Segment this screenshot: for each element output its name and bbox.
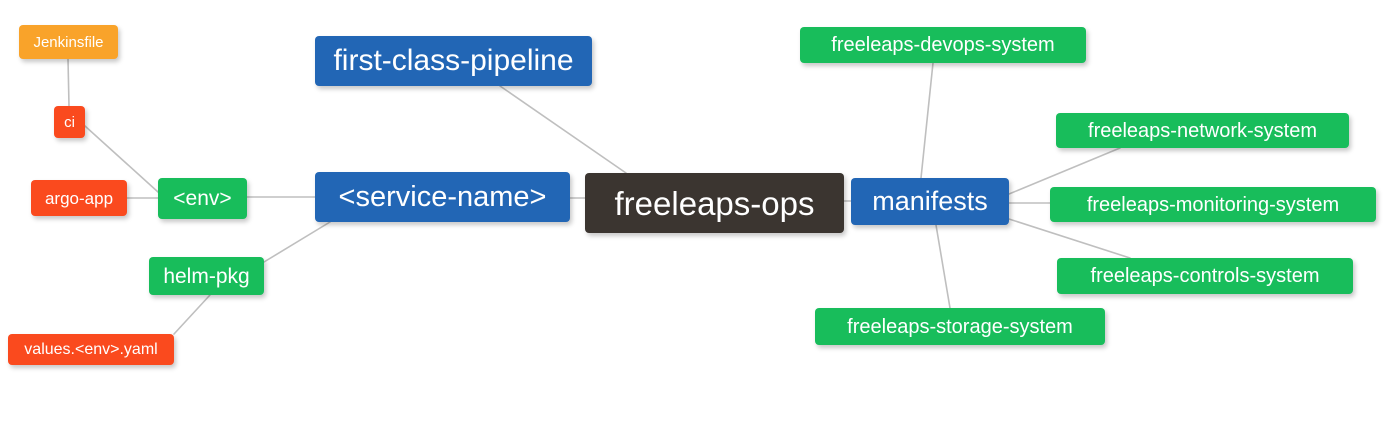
- node-label-first-class-pipeline: first-class-pipeline: [333, 44, 574, 77]
- node-label-freeleaps-controls-system: freeleaps-controls-system: [1090, 265, 1320, 287]
- node-freeleaps-storage-system[interactable]: freeleaps-storage-system: [815, 308, 1105, 345]
- node-label-freeleaps-devops-system: freeleaps-devops-system: [831, 34, 1055, 56]
- edge-e-valuesyaml-helmpkg: [173, 294, 211, 335]
- node-label-env: <env>: [173, 187, 232, 210]
- node-label-service-name: <service-name>: [338, 180, 547, 213]
- edge-e-pipeline-root: [499, 85, 627, 174]
- edge-e-jenkinsfile-ci: [67, 58, 70, 107]
- edge-e-manifests-devops: [920, 62, 934, 179]
- node-label-manifests: manifests: [872, 186, 988, 216]
- node-label-argo-app: argo-app: [44, 188, 114, 208]
- node-label-freeleaps-network-system: freeleaps-network-system: [1088, 119, 1317, 142]
- edge-e-manifests-controls: [1008, 218, 1131, 259]
- node-label-helm-pkg: helm-pkg: [163, 264, 250, 288]
- node-freeleaps-monitoring-system[interactable]: freeleaps-monitoring-system: [1050, 187, 1376, 222]
- node-label-freeleaps-storage-system: freeleaps-storage-system: [847, 315, 1073, 338]
- node-freeleaps-network-system[interactable]: freeleaps-network-system: [1056, 113, 1349, 148]
- node-service-name[interactable]: <service-name>: [315, 172, 570, 222]
- node-env[interactable]: <env>: [158, 178, 247, 219]
- node-label-values-yaml: values.<env>.yaml: [24, 340, 158, 358]
- node-label-ci: ci: [64, 113, 75, 131]
- node-freeleaps-controls-system[interactable]: freeleaps-controls-system: [1057, 258, 1353, 294]
- node-freeleaps-ops[interactable]: freeleaps-ops: [585, 173, 844, 233]
- node-first-class-pipeline[interactable]: first-class-pipeline: [315, 36, 592, 86]
- node-values-yaml[interactable]: values.<env>.yaml: [8, 334, 174, 365]
- node-argo-app[interactable]: argo-app: [31, 180, 127, 216]
- node-ci[interactable]: ci: [54, 106, 85, 138]
- node-helm-pkg[interactable]: helm-pkg: [149, 257, 264, 295]
- node-manifests[interactable]: manifests: [851, 178, 1009, 225]
- node-freeleaps-devops-system[interactable]: freeleaps-devops-system: [800, 27, 1086, 63]
- edge-e-helmpkg-servicename: [263, 221, 331, 263]
- edge-e-manifests-storage: [935, 224, 951, 309]
- node-jenkinsfile[interactable]: Jenkinsfile: [19, 25, 118, 59]
- node-label-freeleaps-ops: freeleaps-ops: [614, 184, 815, 222]
- node-label-freeleaps-monitoring-system: freeleaps-monitoring-system: [1086, 193, 1340, 216]
- node-label-jenkinsfile: Jenkinsfile: [33, 33, 104, 51]
